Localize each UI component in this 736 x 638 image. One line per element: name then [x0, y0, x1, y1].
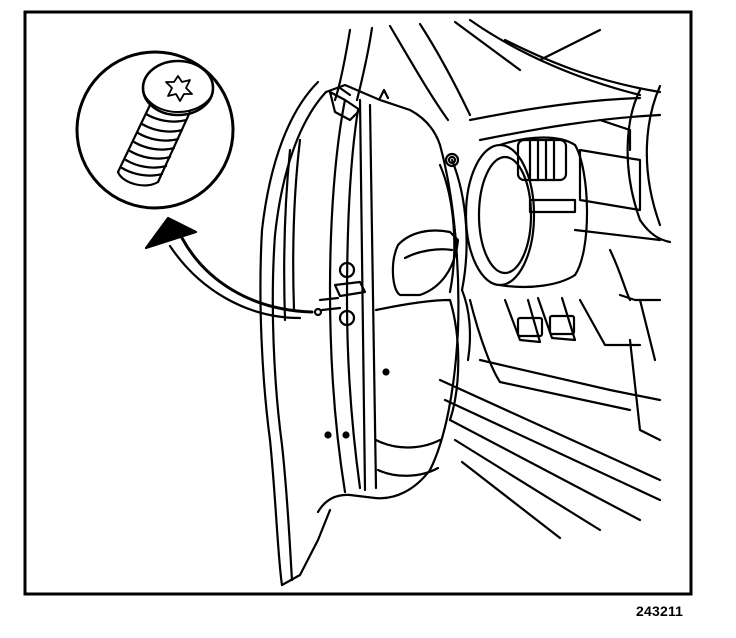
torx-screw-inset — [75, 50, 235, 210]
open-door — [259, 80, 460, 587]
callout-arrow — [144, 216, 314, 320]
vehicle-interior — [333, 18, 672, 540]
torx-screw-icon — [116, 59, 215, 187]
figure-reference-number: 243211 — [636, 603, 684, 619]
curved-arrow-icon — [144, 216, 198, 250]
